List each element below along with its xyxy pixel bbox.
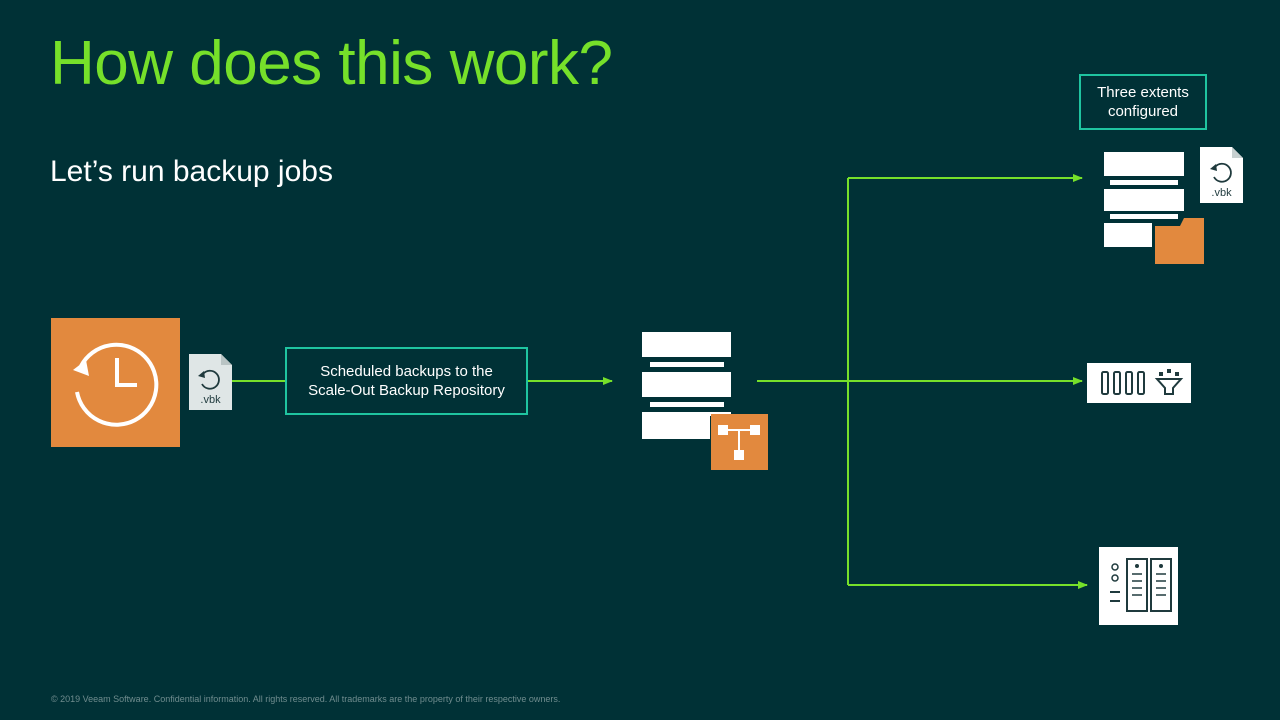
vbk-file-icon-top: .vbk	[1200, 147, 1243, 203]
backup-schedule-icon	[51, 318, 180, 447]
extents-label-line1: Three extents	[1097, 84, 1189, 101]
scheduled-label-line2: Scale-Out Backup Repository	[308, 382, 505, 399]
scheduled-backups-label: Scheduled backups to the Scale-Out Backu…	[285, 347, 528, 415]
scheduled-label-line1: Scheduled backups to the	[320, 363, 493, 380]
extents-label-line2: configured	[1107, 103, 1179, 120]
vbk-file-label-top: .vbk	[1211, 187, 1232, 199]
slide-subtitle: Let’s run backup jobs	[50, 155, 333, 188]
storage-server-icon	[1099, 547, 1178, 625]
footer-copyright: © 2019 Veeam Software. Confidential info…	[51, 694, 561, 704]
extent-repository-icon	[1104, 152, 1204, 264]
deduplication-appliance-icon	[1087, 363, 1191, 403]
scale-out-repository-icon	[642, 332, 768, 470]
slide-title: How does this work?	[50, 29, 613, 98]
vbk-file-icon: .vbk	[189, 354, 232, 410]
vbk-file-label: .vbk	[200, 394, 221, 406]
three-extents-label: Three extents configured	[1079, 74, 1207, 130]
